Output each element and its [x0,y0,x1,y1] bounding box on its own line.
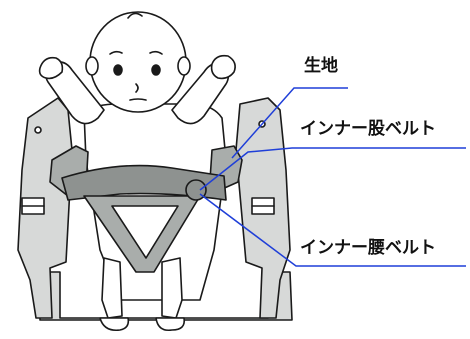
callout-line-waist-belt [199,193,466,267]
inner-crotch-belt-opening [111,205,179,259]
baby-hair-curl [127,12,143,19]
baby-nose [135,83,139,93]
baby-left-foot [99,317,130,332]
baby-right-ear [177,56,191,76]
label-fabric: 生地 [304,56,338,76]
callout-line-fabric [231,87,348,159]
baby-right-foot [155,317,186,332]
label-inner-waist-belt: インナー腰ベルト [300,238,436,258]
baby-head [89,11,187,113]
baby-left-eye-icon [113,64,123,76]
inner-waist-belt [61,164,227,201]
baby-left-ear [85,56,99,76]
baby-right-eye-icon [151,64,161,76]
baby-right-fist [210,54,236,80]
baby-mouth [129,98,147,101]
baby-right-leg [161,257,183,319]
label-inner-crotch-belt: インナー股ベルト [300,119,436,139]
baby-left-fist [38,56,64,80]
baby-right-brow [149,50,163,55]
left-strap-stud-icon [34,126,42,134]
callout-line-crotch-belt [199,147,466,191]
baby-left-brow [109,50,123,55]
baby-left-leg [101,257,123,319]
